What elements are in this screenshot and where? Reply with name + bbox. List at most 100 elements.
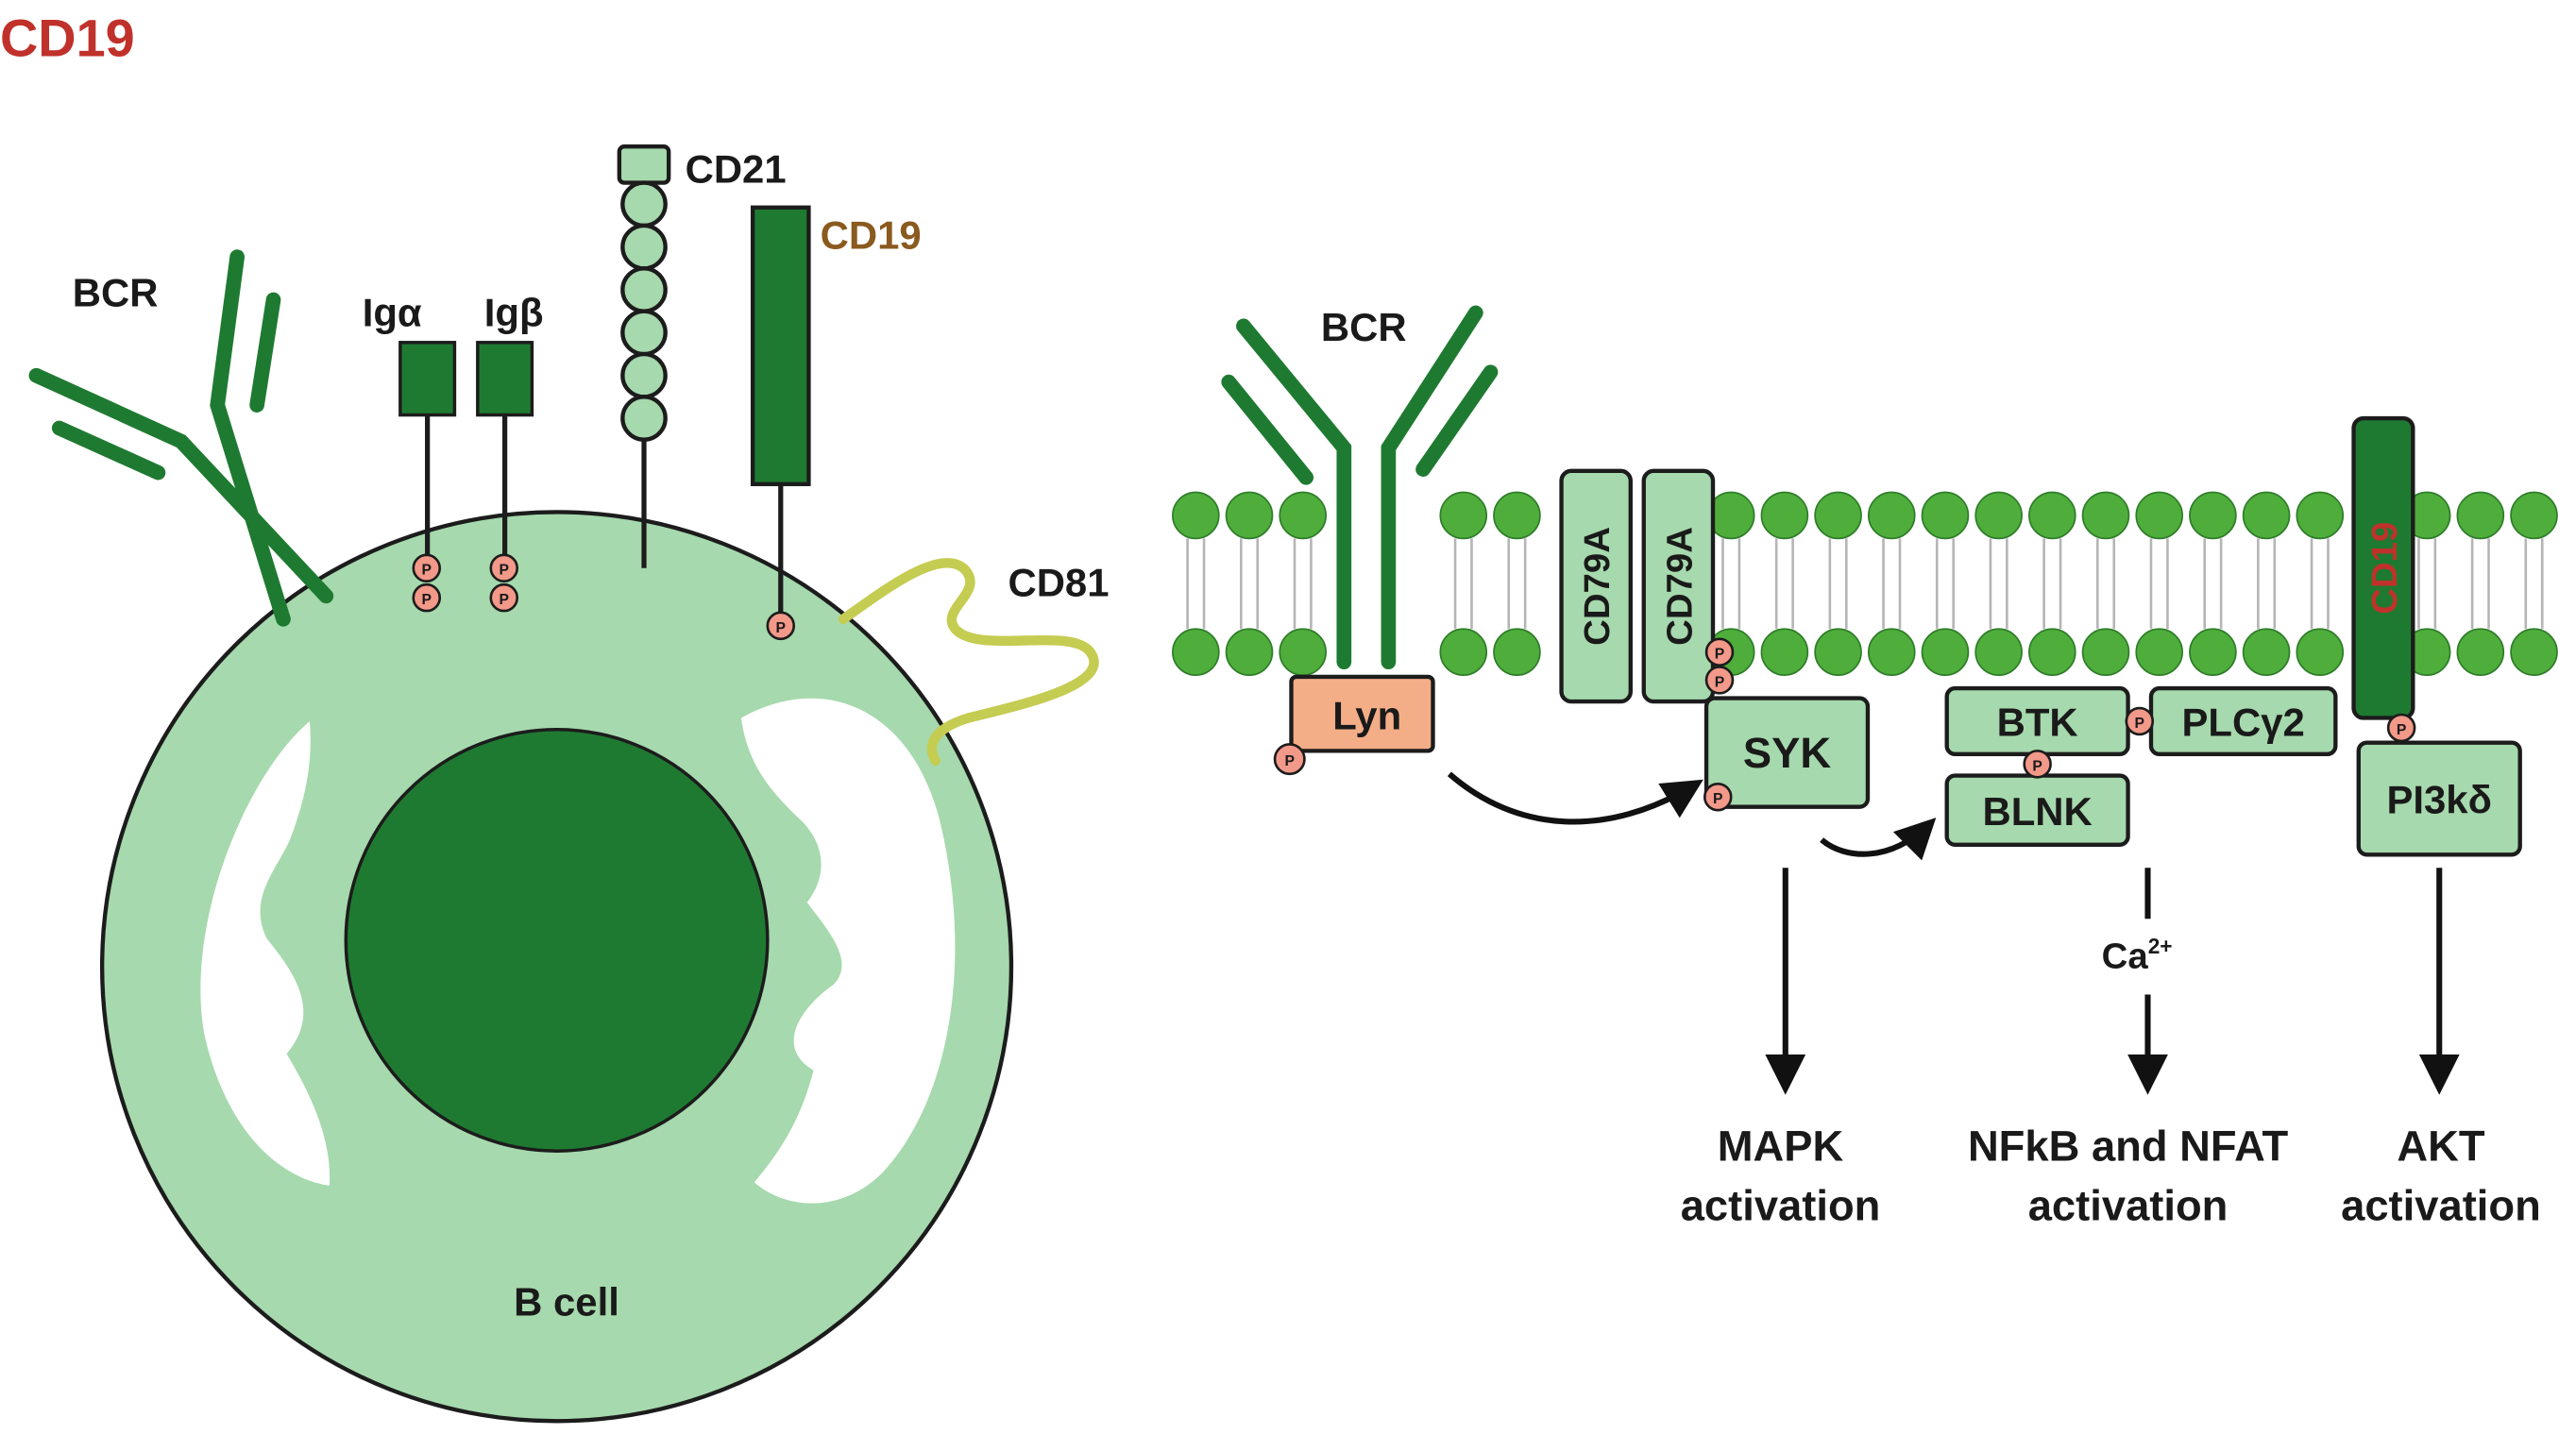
lipid-head [1172, 628, 1220, 677]
lipid-head [1760, 628, 1809, 677]
syk-kinase [1703, 696, 1871, 809]
phospho-badge [1273, 743, 1306, 776]
phospho-badge [766, 611, 796, 641]
calcium-symbol: Ca [2102, 936, 2149, 977]
right-panel: BCR Lyn P CD79A CD79A P P SYK P BTK PLCγ… [1172, 305, 2558, 1229]
lipid-head [2135, 628, 2183, 677]
ig-phospho-group: P P P P [412, 553, 519, 613]
lipid-head [1279, 491, 1327, 540]
cd79a-2 [1641, 468, 1716, 704]
pi3kd-kinase [2356, 740, 2522, 857]
phospho-badge [1704, 637, 1735, 666]
lipid-head [2510, 491, 2558, 540]
btk-label: BTK [1997, 700, 2078, 745]
phospho-badge [489, 553, 519, 583]
cd21 [617, 144, 671, 568]
b-cell-label: B cell [514, 1280, 619, 1324]
lipid-head [1921, 491, 1970, 540]
lipid-head [2296, 491, 2345, 540]
phospho-label: P [422, 563, 432, 579]
arrow-lyn-to-syk [1447, 771, 1703, 825]
phospho-label: P [500, 592, 509, 608]
phospho-badge [2023, 750, 2052, 779]
arrow-syk-to-blnk [1820, 818, 1937, 861]
phospho-label: P [422, 592, 432, 608]
ig-beta-label: Igβ [484, 290, 544, 334]
phospho-badge [1703, 782, 1733, 812]
lipid-head [1225, 491, 1274, 540]
lipid-head [2242, 491, 2291, 540]
lipid-head [1814, 628, 1862, 677]
left-bcr [28, 249, 334, 627]
lipid-head [1867, 491, 1916, 540]
nf-label-line2: activation [2028, 1181, 2229, 1229]
ig-alpha-label: Igα [363, 290, 422, 334]
cd79a-2-label: CD79A [1659, 527, 1700, 646]
lipid-head [1974, 628, 2023, 677]
lipid-head [1814, 491, 1862, 540]
lipid-head [1974, 491, 2023, 540]
cd79a-1-label: CD79A [1577, 527, 1618, 646]
lipid-head [1867, 628, 1916, 677]
nucleus [344, 727, 770, 1153]
left-panel: B cell BCR Igα Igβ P P P P [28, 144, 1110, 1424]
blnk-label: BLNK [1982, 789, 2092, 834]
lipid-head [2456, 491, 2505, 540]
lipid-head [2456, 628, 2505, 677]
mapk-label-line1: MAPK [1718, 1122, 1844, 1171]
lipid-head [1921, 628, 1970, 677]
lyn-label: Lyn [1332, 694, 1401, 738]
akt-label-line2: activation [2341, 1181, 2541, 1229]
lipid-head [2242, 628, 2291, 677]
lipid-head [1493, 628, 1541, 677]
ig-alpha-head [398, 341, 457, 417]
right-cd19-receptor [2351, 415, 2415, 720]
right-bcr-label: BCR [1321, 305, 1407, 349]
plcg2-label: PLCγ2 [2182, 700, 2305, 745]
lipid-head [2028, 491, 2076, 540]
lipid-head [1760, 491, 1809, 540]
left-cd19-label: CD19 [821, 212, 922, 257]
lipid-head [2028, 628, 2076, 677]
pi3kd-label: PI3kδ [2386, 778, 2492, 822]
phospho-badge [412, 553, 442, 583]
phospho-label: P [2032, 758, 2042, 774]
phospho-label: P [2397, 722, 2406, 738]
lipid-head [2510, 628, 2558, 677]
calcium-label: Ca2+ [2102, 934, 2173, 977]
lipid-head [1493, 491, 1541, 540]
ig-beta-head [476, 341, 534, 417]
lipid-head [2135, 491, 2183, 540]
lyn-kinase [1289, 674, 1435, 753]
organelle-left [200, 720, 330, 1186]
organelle-right [740, 698, 956, 1204]
phospho-label: P [1285, 753, 1295, 769]
phospho-badge [412, 582, 442, 613]
phospho-badge [1704, 666, 1735, 695]
lipid-head [1279, 628, 1327, 677]
lipid-head [2081, 491, 2130, 540]
phospho-badge [489, 582, 519, 613]
left-bcr-label: BCR [73, 270, 159, 314]
phospho-label: P [500, 563, 509, 579]
nf-label-line1: NFkB and NFAT [1968, 1122, 2289, 1171]
phospho-label: P [2135, 716, 2144, 732]
figure-title: CD19 [0, 8, 135, 67]
cd81-protein [838, 558, 1099, 767]
lipid-head [2296, 628, 2345, 677]
syk-label: SYK [1743, 729, 1831, 777]
lipid-head [1172, 491, 1220, 540]
calcium-charge: 2+ [2148, 934, 2173, 958]
right-cd19-label: CD19 [2364, 522, 2405, 615]
phospho-label: P [1715, 647, 1724, 663]
phospho-badge [2125, 706, 2155, 736]
lipid-head [1439, 628, 1488, 677]
lipid-head [1225, 628, 1274, 677]
cd79a-1 [1559, 468, 1633, 704]
phospho-label: P [1713, 791, 1722, 807]
right-bcr [1221, 305, 1499, 670]
lipid-bilayer [1172, 491, 2558, 677]
akt-label-line1: AKT [2397, 1122, 2484, 1171]
